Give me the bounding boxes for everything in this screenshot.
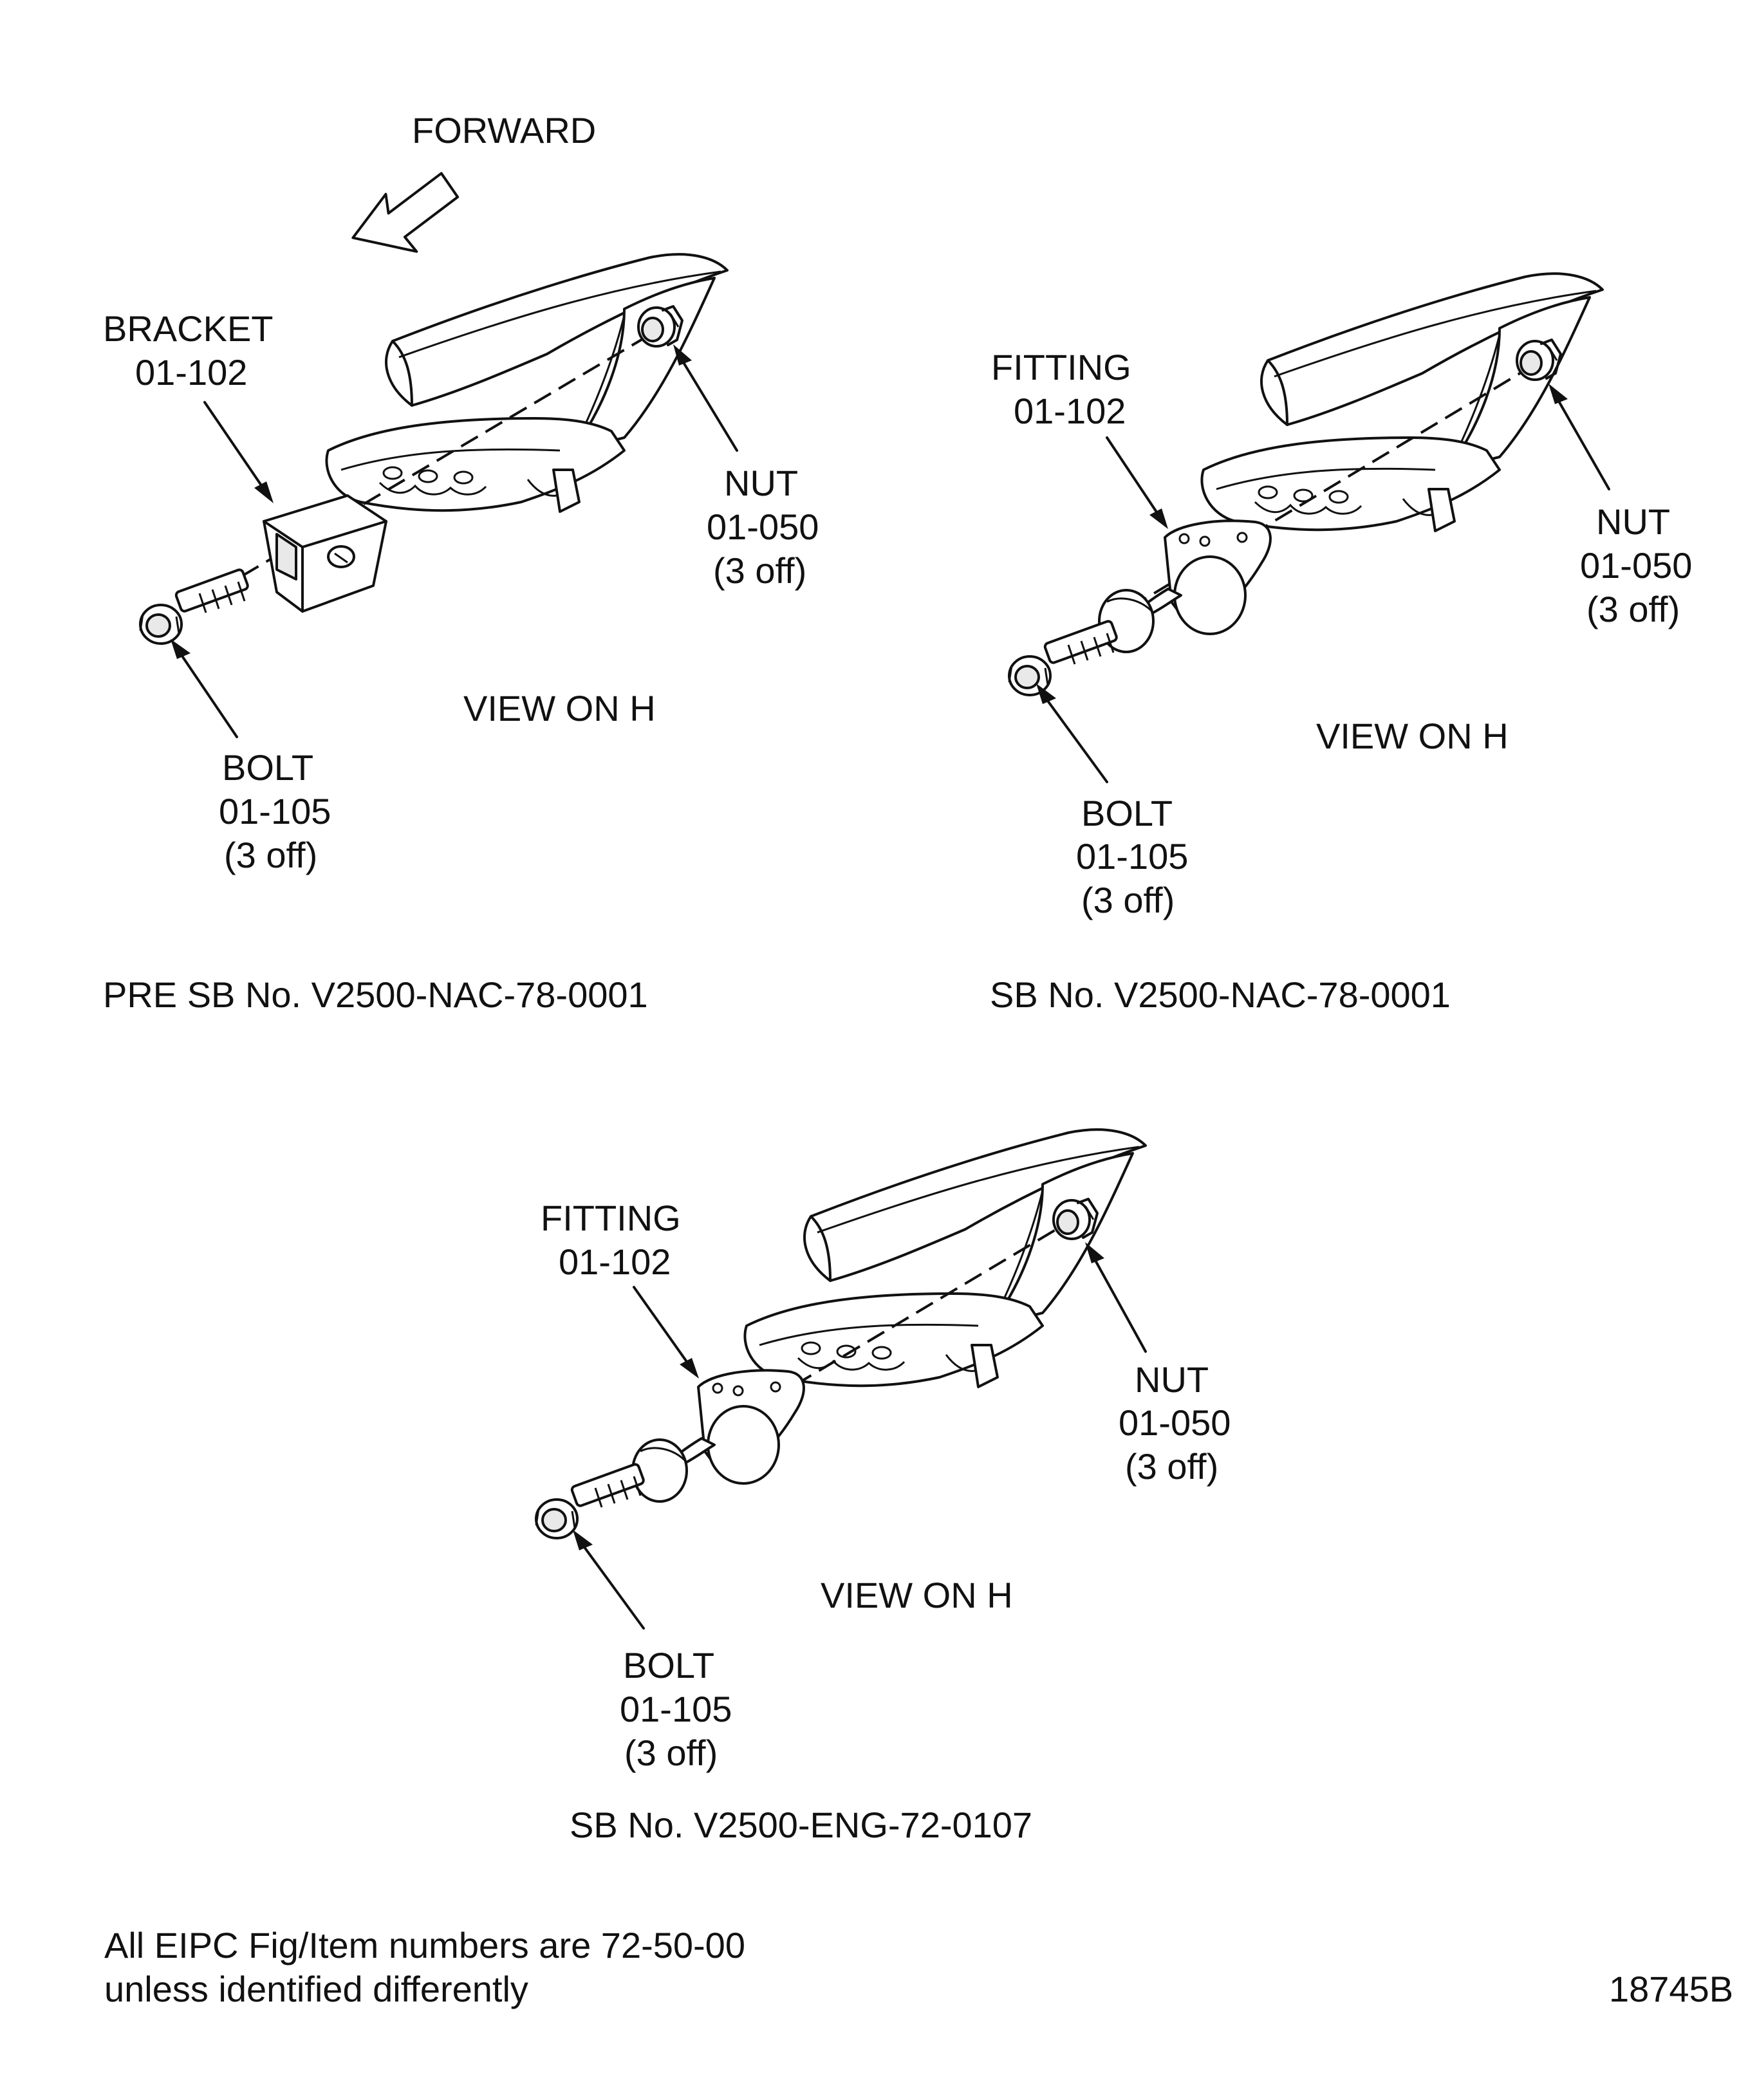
nut-quantity: (3 off) [1586,589,1680,629]
fitting-leader-arrow [680,1358,699,1379]
fitting-number: 01-102 [559,1241,671,1282]
nut-number: 01-050 [1580,545,1692,586]
fitting-leader-line [633,1286,690,1366]
view-caption: SB No. V2500-ENG-72-0107 [570,1805,1032,1845]
forward-arrow-icon [344,170,466,262]
view-label: VIEW ON H [463,688,656,729]
nut-name: NUT [1135,1359,1209,1400]
fitting-name: FITTING [541,1198,681,1238]
fitting-name: FITTING [991,347,1131,387]
forward-label: FORWARD [412,110,596,151]
nut-illustration [1052,1198,1099,1240]
fitting-illustration [631,1369,805,1503]
bolt-leader-arrow [1036,683,1056,704]
bolt-leader-line [179,652,238,738]
view-label: VIEW ON H [1316,716,1509,756]
nut-number: 01-050 [707,506,819,547]
bolt-illustration [139,567,250,645]
bolt-leader-arrow [573,1530,593,1550]
nut-leader-arrow [1085,1242,1104,1263]
bolt-number: 01-105 [1076,836,1188,877]
nut-name: NUT [724,463,798,503]
view-sb-nac: FITTING 01-102 NUT 01-050 (3 off) VIEW O… [990,272,1692,1015]
fitting-illustration [1098,519,1272,653]
nut-illustration [637,305,683,348]
bracket-name: BRACKET [103,308,274,349]
figure-id: 18745B [1609,1969,1733,2009]
fitting-leader-arrow [1149,508,1168,529]
bolt-leader-arrow [171,639,191,659]
bolt-name: BOLT [623,1645,714,1686]
bracket-illustration [263,494,387,613]
nut-leader-line [1556,398,1610,490]
bolt-leader-line [581,1543,645,1630]
nut-leader-line [681,359,738,452]
bolt-illustration [535,1462,646,1539]
footnote-line-2: unless identified differently [104,1969,528,2009]
view-caption: SB No. V2500-NAC-78-0001 [990,974,1451,1015]
bolt-quantity: (3 off) [224,835,317,875]
bolt-quantity: (3 off) [624,1733,718,1773]
nut-quantity: (3 off) [1125,1446,1218,1487]
bolt-name: BOLT [1081,793,1173,833]
nut-illustration [1516,339,1562,381]
strut-illustration [1200,272,1604,532]
bolt-axis-line [192,333,651,606]
view-pre-sb: BRACKET 01-102 NUT 01-050 (3 off) VIEW O… [103,253,819,1015]
bolt-axis-line [1080,369,1527,638]
footnote-line-1: All EIPC Fig/Item numbers are 72-50-00 [104,1925,745,1965]
nut-number: 01-050 [1119,1402,1231,1443]
nut-leader-arrow [673,344,692,366]
view-caption: PRE SB No. V2500-NAC-78-0001 [103,974,648,1015]
nut-name: NUT [1596,501,1670,542]
bolt-number: 01-105 [620,1689,732,1729]
bolt-quantity: (3 off) [1081,880,1175,920]
nut-leader-arrow [1548,384,1568,404]
fitting-leader-line [1106,436,1160,516]
bolt-leader-line [1045,697,1108,783]
bolt-illustration [1008,618,1119,696]
view-label: VIEW ON H [821,1575,1013,1615]
bracket-leader-arrow [254,481,274,503]
bolt-number: 01-105 [219,791,331,832]
strut-illustration [743,1128,1147,1388]
bolt-name: BOLT [222,747,313,788]
fitting-number: 01-102 [1014,391,1126,431]
nut-leader-line [1093,1257,1147,1353]
view-sb-eng: FITTING 01-102 NUT 01-050 (3 off) VIEW O… [535,1128,1231,1845]
bracket-number: 01-102 [135,352,247,393]
strut-illustration [325,253,729,513]
bracket-leader-line [203,401,265,490]
nut-quantity: (3 off) [713,550,806,591]
